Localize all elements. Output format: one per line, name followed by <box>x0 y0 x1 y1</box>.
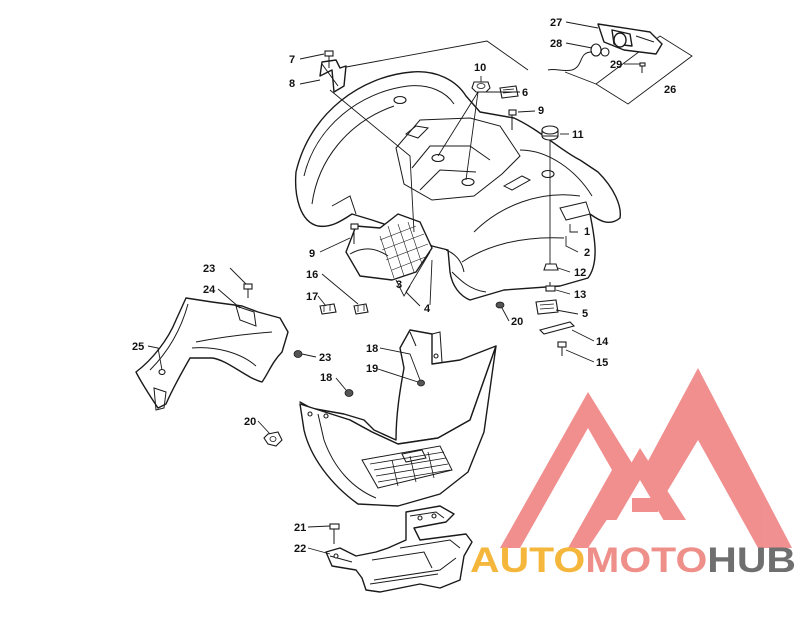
nut-10 <box>471 81 491 93</box>
callout-23a: 23 <box>203 263 215 275</box>
leader-lines <box>147 21 640 555</box>
callout-2: 2 <box>584 247 590 259</box>
callout-26: 26 <box>664 84 676 96</box>
callout-24: 24 <box>203 284 216 296</box>
callout-9a: 9 <box>538 105 544 117</box>
callout-4: 4 <box>424 303 431 315</box>
clip-19 <box>417 379 425 387</box>
callout-3: 3 <box>396 279 402 291</box>
clip-17 <box>319 303 337 315</box>
callout-labels: 1 2 3 4 5 6 7 8 9 9 10 11 12 13 14 15 16… <box>132 17 676 555</box>
screw-23-upper <box>243 283 253 298</box>
callout-13: 13 <box>574 289 586 301</box>
callout-18b: 18 <box>320 372 332 384</box>
decal-5 <box>535 299 559 315</box>
callout-20b: 20 <box>244 416 256 428</box>
callout-9b: 9 <box>309 248 315 260</box>
callout-20a: 20 <box>511 316 523 328</box>
mud-guard-3 <box>345 213 433 281</box>
bolt-7 <box>324 50 334 68</box>
callout-22: 22 <box>294 543 306 555</box>
bolt-9-upper <box>508 109 517 130</box>
grommet-11 <box>541 125 559 141</box>
bolt-21 <box>329 523 340 544</box>
callout-7: 7 <box>289 54 295 66</box>
taillight-assembly <box>597 23 663 55</box>
bolt-9-lower <box>350 223 359 244</box>
callout-12: 12 <box>574 267 586 279</box>
callout-29: 29 <box>610 59 622 71</box>
callout-28: 28 <box>550 38 562 50</box>
watermark-part-moto: MOTO <box>585 541 707 580</box>
callout-27: 27 <box>550 17 562 29</box>
callout-10: 10 <box>474 62 486 74</box>
watermark-part-hub: HUB <box>707 541 796 580</box>
bracket-8 <box>319 59 347 93</box>
side-panel <box>135 297 289 411</box>
watermark-part-auto: AUTO <box>470 541 585 580</box>
callout-15: 15 <box>596 357 608 369</box>
callout-21: 21 <box>294 522 306 534</box>
footwell <box>299 329 497 507</box>
rear-fender <box>294 71 621 301</box>
callout-5: 5 <box>582 308 588 320</box>
clip-16 <box>353 303 369 315</box>
callout-8: 8 <box>289 78 295 90</box>
callout-14: 14 <box>596 336 609 348</box>
callout-1: 1 <box>584 226 590 238</box>
callout-18a: 18 <box>366 343 378 355</box>
callout-6: 6 <box>522 87 528 99</box>
watermark-logo <box>500 368 792 548</box>
socket-and-wire <box>547 43 610 72</box>
nut-20-lower <box>263 431 283 447</box>
screw-15 <box>557 341 567 356</box>
screw-23-lower <box>293 350 303 358</box>
screw-13 <box>545 282 556 292</box>
nut-12 <box>543 263 559 271</box>
nut-20-upper <box>495 301 505 309</box>
callout-19: 19 <box>366 363 378 375</box>
screw-18-left <box>344 389 354 397</box>
screw-29 <box>639 62 646 73</box>
callout-17: 17 <box>306 291 318 303</box>
callout-11: 11 <box>572 129 584 141</box>
rear-rack <box>325 505 473 593</box>
callout-16: 16 <box>306 269 318 281</box>
callout-23b: 23 <box>319 352 331 364</box>
callout-25: 25 <box>132 341 144 353</box>
strip-14 <box>538 321 576 335</box>
